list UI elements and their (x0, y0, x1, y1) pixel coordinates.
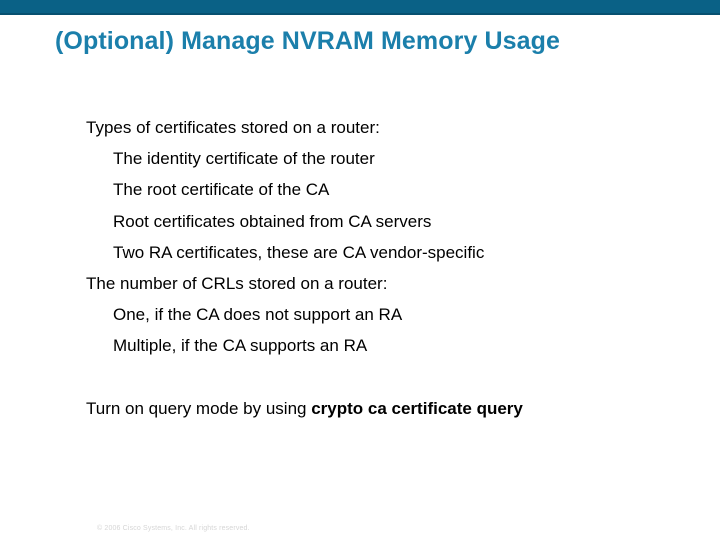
bullet-item: The identity certificate of the router (113, 149, 375, 169)
top-accent-bar (0, 0, 720, 15)
page-title: (Optional) Manage NVRAM Memory Usage (55, 27, 561, 55)
bullet-item: Two RA certificates, these are CA vendor… (113, 242, 485, 262)
bullet-item: The number of CRLs stored on a router: (86, 273, 388, 293)
bullet-item: Root certificates obtained from CA serve… (113, 211, 432, 231)
closing-prefix-text: Turn on query mode by using (86, 398, 312, 418)
bullet-item: Multiple, if the CA supports an RA (113, 336, 368, 356)
bullet-item: Types of certificates stored on a router… (86, 118, 380, 137)
bullet-item: The root certificate of the CA (113, 180, 330, 200)
closing-statement: Turn on query mode by using crypto ca ce… (0, 393, 720, 424)
blank-line-spacer (0, 362, 720, 393)
cli-command-text: crypto ca certificate query (311, 398, 523, 418)
copyright-footer: © 2006 Cisco Systems, Inc. All rights re… (97, 525, 250, 532)
slide-body: Types of certificates stored on a router… (0, 112, 720, 424)
bullet-item: One, if the CA does not support an RA (113, 305, 403, 325)
